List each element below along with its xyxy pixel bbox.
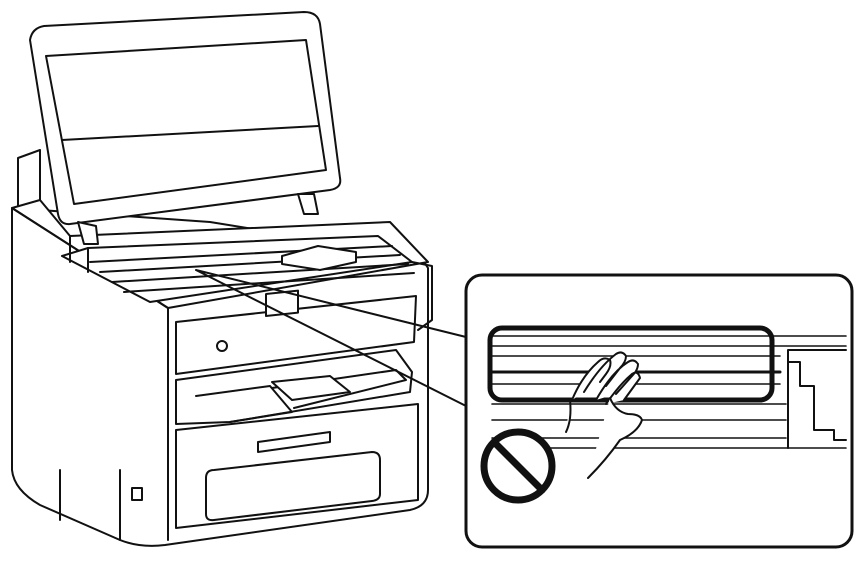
side-port bbox=[131, 487, 143, 501]
paper-cassette bbox=[175, 403, 419, 529]
scanner-rail-4 bbox=[123, 272, 415, 293]
printer bbox=[11, 11, 433, 547]
print-head-block bbox=[281, 245, 357, 271]
prohibited-icon bbox=[480, 428, 556, 504]
printer-feet bbox=[59, 469, 121, 541]
detail-bracket bbox=[787, 349, 847, 449]
scanner-rail-3 bbox=[111, 263, 409, 283]
scanner-cover bbox=[29, 11, 342, 226]
scanner-rail-1 bbox=[89, 245, 393, 263]
hand-icon bbox=[565, 351, 643, 479]
cassette-handle[interactable] bbox=[257, 431, 331, 453]
callout-frame bbox=[464, 273, 854, 549]
cassette-window bbox=[205, 451, 381, 522]
cover-hinge-right bbox=[297, 193, 319, 215]
scanner-cover-crease bbox=[61, 125, 319, 141]
scanner-cover-inner bbox=[45, 39, 327, 205]
callout-detail bbox=[464, 273, 854, 549]
callout-pointer bbox=[195, 269, 471, 409]
cover-hinge-left bbox=[77, 221, 99, 245]
scanner-inner-wall bbox=[69, 235, 89, 273]
printer-right-side bbox=[411, 261, 433, 331]
highlight-box bbox=[487, 325, 775, 403]
output-tray-extension bbox=[271, 375, 351, 401]
power-button[interactable] bbox=[216, 340, 228, 352]
